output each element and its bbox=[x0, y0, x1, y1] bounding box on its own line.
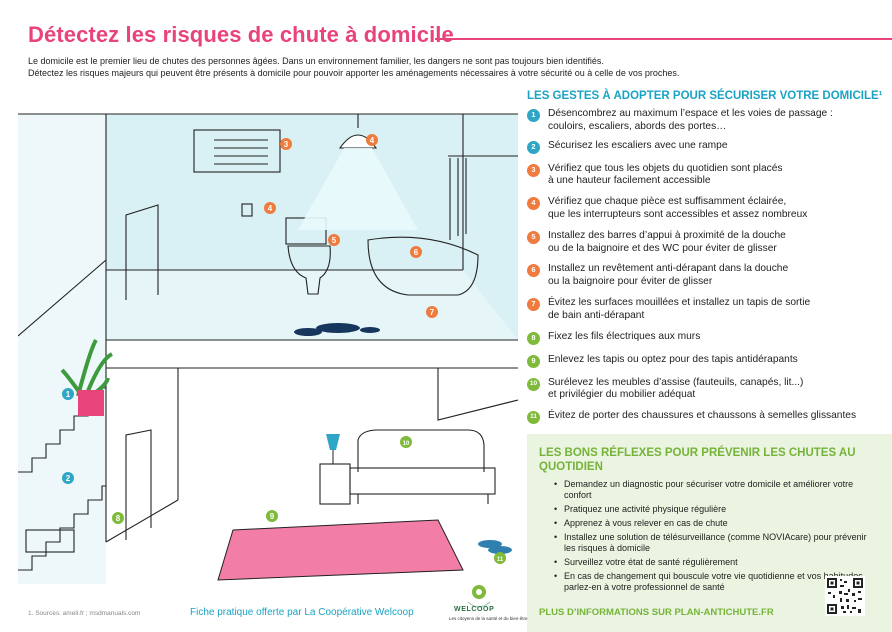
number-badge-icon: 3 bbox=[527, 163, 540, 177]
list-item: 3 Vérifiez que tous les objets du quotid… bbox=[527, 163, 882, 189]
marker-4b-icon bbox=[264, 202, 276, 214]
item-text: Désencombrez au maximum l’espace et les … bbox=[548, 108, 833, 119]
item-text: Surélevez les meubles d’assise (fauteuil… bbox=[548, 376, 804, 388]
intro-line-2: Détectez les risques majeurs qui peuvent… bbox=[28, 68, 680, 78]
gestes-list: 1 Désencombrez au maximum l’espace et le… bbox=[527, 108, 882, 425]
item-text: Enlevez les tapis ou optez pour des tapi… bbox=[548, 353, 798, 365]
header: Détectez les risques de chute à domicile bbox=[28, 22, 892, 50]
list-item: Apprenez à vous relever en cas de chute bbox=[554, 518, 874, 529]
item-text: que les interrupteurs sont accessibles e… bbox=[548, 208, 808, 220]
item-text: Évitez les surfaces mouillées et install… bbox=[548, 296, 811, 308]
number-badge-icon: 4 bbox=[527, 197, 540, 211]
svg-text:4: 4 bbox=[268, 204, 273, 213]
item-text: à une hauteur facilement accessible bbox=[548, 175, 711, 187]
reflexes-title: LES BONS RÉFLEXES POUR PRÉVENIR LES CHUT… bbox=[539, 447, 856, 473]
marker-3-icon bbox=[280, 138, 292, 150]
item-text: Vérifiez que chaque pièce est suffisamme… bbox=[548, 196, 787, 208]
item-text: Évitez de porter des chaussures et chaus… bbox=[548, 410, 857, 422]
list-item: 9 Enlevez les tapis ou optez pour des ta… bbox=[527, 354, 882, 368]
item-text: couloirs, escaliers, abords des portes… bbox=[548, 120, 727, 132]
item-text: et privilégier du mobilier adéquat bbox=[548, 389, 696, 401]
number-badge-icon: 7 bbox=[527, 297, 540, 311]
list-item: Installez une solution de télésurveillan… bbox=[554, 532, 874, 554]
welcoop-logo-icon bbox=[467, 585, 491, 608]
title-underline bbox=[435, 38, 892, 40]
svg-text:1: 1 bbox=[66, 390, 71, 399]
marker-9-icon bbox=[266, 510, 278, 522]
marker-5-icon bbox=[328, 234, 340, 246]
svg-text:7: 7 bbox=[430, 308, 435, 317]
page-title: Détectez les risques de chute à domicile bbox=[28, 22, 454, 47]
logo-name: WELCOOP bbox=[454, 606, 495, 613]
marker-7-icon bbox=[426, 306, 438, 318]
sources-note: 1. Sources: ameli.fr ; msdmanuals.com bbox=[28, 610, 141, 617]
number-badge-icon: 9 bbox=[527, 354, 540, 368]
reflexes-list: Demandez un diagnostic pour sécuriser vo… bbox=[554, 479, 874, 596]
fiche-credit: Fiche pratique offerte par La Coopérativ… bbox=[190, 607, 414, 618]
list-item: 2 Sécurisez les escaliers avec une rampe bbox=[527, 140, 882, 154]
intro-text: Le domicile est le premier lieu de chute… bbox=[28, 55, 868, 79]
number-badge-icon: 1 bbox=[527, 109, 540, 122]
svg-text:9: 9 bbox=[270, 512, 275, 521]
list-item: 11 Évitez de porter des chaussures et ch… bbox=[527, 410, 882, 425]
svg-text:6: 6 bbox=[414, 248, 419, 257]
item-text: Sécurisez les escaliers avec une rampe bbox=[548, 139, 728, 151]
item-text: de bain anti-dérapant bbox=[548, 309, 645, 321]
marker-4a-icon bbox=[366, 134, 378, 146]
list-item: 5 Installez des barres d’appui à proximi… bbox=[527, 230, 882, 256]
list-item: 1 Désencombrez au maximum l’espace et le… bbox=[527, 108, 882, 134]
list-item: Surveillez votre état de santé régulière… bbox=[554, 557, 874, 568]
number-badge-icon: 2 bbox=[527, 140, 540, 154]
marker-1-icon bbox=[62, 388, 74, 400]
item-text: Installez un revêtement anti-dérapant da… bbox=[548, 263, 789, 275]
number-badge-icon: 8 bbox=[527, 331, 540, 345]
number-badge-icon: 11 bbox=[527, 411, 540, 425]
svg-text:10: 10 bbox=[403, 441, 410, 447]
list-item: En cas de changement qui bouscule votre … bbox=[554, 571, 874, 593]
marker-2-icon bbox=[62, 472, 74, 484]
svg-text:11: 11 bbox=[497, 557, 504, 563]
item-text: ou la baignoire pour éviter de glisser bbox=[548, 276, 713, 288]
number-badge-icon: 6 bbox=[527, 264, 540, 278]
item-text: Installez des barres d’appui à proximité… bbox=[548, 229, 786, 241]
number-badge-icon: 10 bbox=[527, 377, 540, 391]
svg-text:8: 8 bbox=[116, 514, 121, 523]
list-item: 6 Installez un revêtement anti-dérapant … bbox=[527, 263, 882, 289]
home-illustration: 1 2 3 4 4 5 6 7 8 9 10 11 bbox=[18, 113, 518, 584]
reflexes-panel: LES BONS RÉFLEXES POUR PRÉVENIR LES CHUT… bbox=[527, 434, 892, 632]
svg-text:4: 4 bbox=[370, 136, 375, 145]
number-badge-icon: 5 bbox=[527, 230, 540, 244]
item-text: Vérifiez que tous les objets du quotidie… bbox=[548, 162, 783, 174]
marker-11-icon bbox=[494, 552, 506, 564]
marker-6-icon bbox=[410, 246, 422, 258]
marker-10-icon bbox=[400, 436, 412, 448]
list-item: 8 Fixez les fils électriques aux murs bbox=[527, 331, 882, 345]
list-item: Demandez un diagnostic pour sécuriser vo… bbox=[554, 479, 874, 501]
svg-text:3: 3 bbox=[284, 140, 289, 149]
list-item: Pratiquez une activité physique régulièr… bbox=[554, 504, 874, 515]
list-item: 10 Surélevez les meubles d’assise (faute… bbox=[527, 377, 882, 403]
item-text: ou de la baignoire et des WC pour éviter… bbox=[548, 242, 777, 254]
svg-text:5: 5 bbox=[332, 236, 337, 245]
intro-line-1: Le domicile est le premier lieu de chute… bbox=[28, 56, 604, 66]
list-item: 7 Évitez les surfaces mouillées et insta… bbox=[527, 297, 882, 323]
gestes-title: LES GESTES À ADOPTER POUR SÉCURISER VOTR… bbox=[527, 90, 883, 102]
qr-code-icon[interactable] bbox=[825, 576, 865, 616]
item-text: Fixez les fils électriques aux murs bbox=[548, 330, 701, 342]
logo-tagline: Les citoyens de la santé et du bien-être bbox=[449, 616, 528, 621]
svg-text:2: 2 bbox=[66, 474, 71, 483]
more-info-link[interactable]: PLUS D’INFORMATIONS SUR PLAN-ANTICHUTE.F… bbox=[539, 607, 774, 618]
list-item: 4 Vérifiez que chaque pièce est suffisam… bbox=[527, 196, 882, 222]
marker-8-icon bbox=[112, 512, 124, 524]
